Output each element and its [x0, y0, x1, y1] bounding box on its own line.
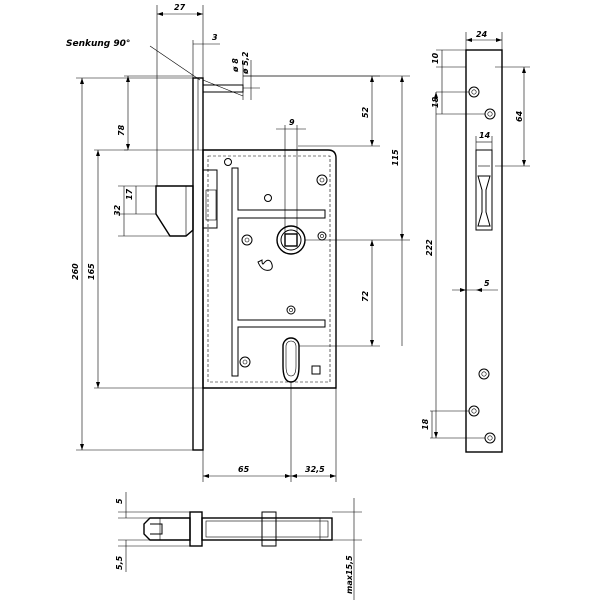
dim-14: 14 — [479, 131, 491, 140]
dim-max15-5: max15,5 — [345, 555, 354, 594]
profile-cylinder-hole — [282, 337, 300, 383]
screw-top-right — [316, 174, 328, 186]
dim-72: 72 — [361, 290, 370, 302]
dim-222: 222 — [425, 239, 434, 256]
faceplate-screw-5 — [484, 432, 496, 444]
dim-115: 115 — [391, 149, 400, 166]
dim-o52: ø 5,2 — [241, 51, 250, 75]
screw-top-left — [224, 158, 232, 166]
faceplate-front-view — [465, 49, 503, 453]
latch-bottom-view — [143, 517, 191, 541]
case-bottom-view — [201, 517, 333, 541]
dimension-lines-main — [76, 5, 410, 482]
dim-18-bottom: 18 — [421, 418, 430, 430]
dimension-arrows — [80, 12, 404, 478]
dim-senkung: Senkung 90° — [66, 39, 130, 49]
bottom-section-view — [143, 511, 333, 547]
dim-9: 9 — [289, 118, 295, 127]
dim-o8: ø 8 — [231, 58, 240, 73]
dim-165: 165 — [87, 263, 96, 280]
dim-32: 32 — [113, 204, 122, 216]
latch-bolt — [155, 185, 194, 237]
dim-5-right: 5 — [484, 279, 490, 288]
kidney-slot — [257, 259, 273, 271]
faceplate-screw-4 — [468, 405, 480, 417]
dim-78: 78 — [117, 124, 126, 136]
faceplate — [465, 49, 503, 453]
dimension-lines-faceplate — [430, 32, 530, 439]
dim-17: 17 — [125, 188, 134, 200]
faceplate-screw-1 — [468, 86, 480, 98]
dim-18-top: 18 — [431, 96, 440, 108]
dim-64: 64 — [515, 110, 524, 122]
dim-5-bottom: 5 — [115, 498, 124, 504]
latch-opening — [475, 149, 493, 231]
dim-52: 52 — [361, 106, 370, 118]
dim-32-5: 32,5 — [305, 465, 325, 474]
square-spindle-hole — [284, 233, 298, 247]
dim-65: 65 — [238, 465, 250, 474]
lock-body-front-view — [155, 77, 337, 451]
dim-27: 27 — [174, 3, 186, 12]
dim-3: 3 — [212, 33, 218, 42]
dim-260: 260 — [71, 263, 80, 280]
dimension-labels: 27 3 Senkung 90° ø 8 ø 5,2 52 9 115 78 1… — [66, 3, 524, 594]
inner-slide-frame — [231, 167, 326, 377]
faceplate-screw-3 — [478, 368, 490, 380]
dim-24: 24 — [476, 30, 488, 39]
dim-5-5: 5,5 — [115, 555, 124, 570]
lock-case — [202, 149, 337, 389]
dim-10: 10 — [431, 52, 440, 64]
faceplate-screw-2 — [484, 108, 496, 120]
dimension-lines-bottom — [118, 492, 362, 600]
